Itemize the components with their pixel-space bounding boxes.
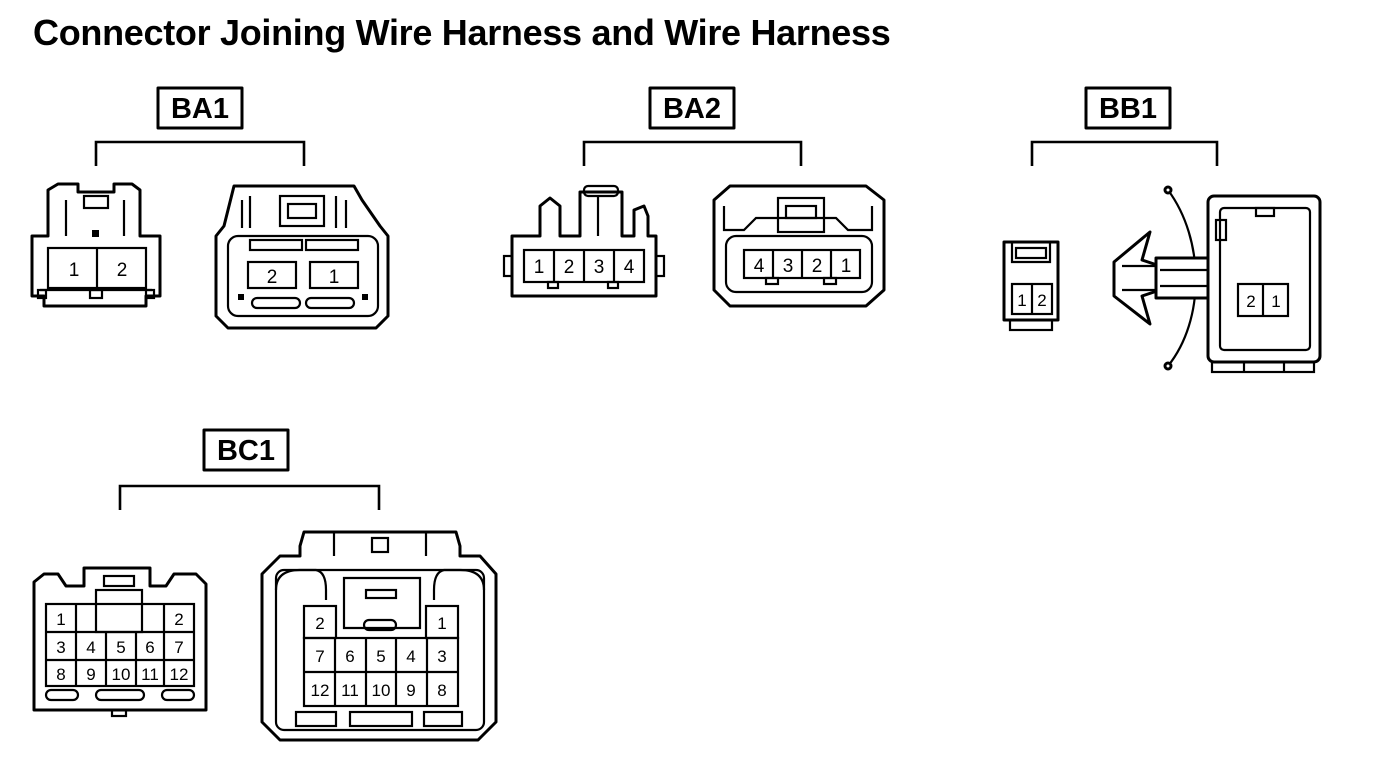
bracket-bc1 <box>118 484 381 510</box>
pin-bc1-r-0-0: 2 <box>315 614 324 633</box>
bc1-male-connector: 1 2 3 4 5 6 7 8 9 10 11 12 <box>32 566 208 718</box>
pin-bb1-r-0: 2 <box>1246 292 1255 311</box>
pin-bc1-l-1-0: 3 <box>56 638 65 657</box>
bracket-ba1 <box>94 140 306 166</box>
pin-ba2-r-0: 4 <box>754 256 765 277</box>
pin-bc1-l-0-0: 1 <box>56 610 65 629</box>
label-bc1: BC1 <box>217 435 275 467</box>
ba2-female-connector: 4 3 2 1 <box>712 184 886 308</box>
connector-bb1: BB1 1 2 2 1 <box>1002 86 1322 374</box>
label-ba2: BA2 <box>663 93 721 125</box>
ba1-male-connector: 1 2 <box>30 182 162 308</box>
pin-bc1-r-1-0: 7 <box>315 647 324 666</box>
pin-ba1-r-0: 2 <box>267 267 278 288</box>
pin-ba2-l-1: 2 <box>564 257 575 278</box>
ba1-female-connector: 2 1 <box>214 184 390 330</box>
connector-ba2: BA2 1 2 3 4 <box>502 86 886 308</box>
pin-bc1-r-1-3: 4 <box>406 647 415 666</box>
bracket-bb1 <box>1030 140 1219 166</box>
bc1-female-connector: 2 1 7 6 5 4 3 12 11 10 9 8 <box>260 530 498 742</box>
pin-bc1-r-2-1: 11 <box>341 681 359 700</box>
pin-bc1-l-1-3: 6 <box>145 638 154 657</box>
pin-bc1-r-1-1: 6 <box>345 647 354 666</box>
pin-bc1-r-2-4: 8 <box>437 681 446 700</box>
pin-bc1-r-1-2: 5 <box>376 647 385 666</box>
pin-bc1-l-1-2: 5 <box>116 638 125 657</box>
pin-bc1-l-1-1: 4 <box>86 638 95 657</box>
pin-ba2-l-0: 1 <box>534 257 545 278</box>
pin-ba2-l-2: 3 <box>594 257 605 278</box>
label-bb1: BB1 <box>1099 93 1157 125</box>
page-title: Connector Joining Wire Harness and Wire … <box>33 12 891 53</box>
pin-bc1-l-1-4: 7 <box>174 638 183 657</box>
pin-ba1-l-0: 1 <box>69 260 80 281</box>
pin-ba2-r-1: 3 <box>783 256 794 277</box>
pin-ba2-r-2: 2 <box>812 256 823 277</box>
pin-bc1-l-2-4: 12 <box>170 665 189 684</box>
ba2-male-connector: 1 2 3 4 <box>502 184 666 298</box>
bb1-female-connector: 2 1 <box>1112 185 1322 374</box>
bb1-male-connector: 1 2 <box>1002 240 1060 332</box>
pin-ba1-l-1: 2 <box>117 260 128 281</box>
pin-bc1-r-2-0: 12 <box>311 681 330 700</box>
pin-bc1-r-1-4: 3 <box>437 647 446 666</box>
pin-bc1-l-2-0: 8 <box>56 665 65 684</box>
connector-bc1: BC1 1 2 3 4 5 6 7 8 9 10 11 12 <box>32 428 498 742</box>
pin-bc1-r-2-3: 9 <box>406 681 415 700</box>
pin-ba1-r-1: 1 <box>329 267 340 288</box>
pin-bc1-l-0-1: 2 <box>174 610 183 629</box>
pin-bc1-r-0-1: 1 <box>437 614 446 633</box>
pin-bb1-r-1: 1 <box>1271 292 1280 311</box>
label-ba1: BA1 <box>171 93 229 125</box>
pin-bc1-l-2-2: 10 <box>112 665 131 684</box>
connector-ba1: BA1 1 2 2 1 <box>30 86 390 330</box>
pin-bb1-l-1: 2 <box>1037 291 1046 310</box>
pin-ba2-l-3: 4 <box>624 257 635 278</box>
pin-bc1-l-2-3: 11 <box>141 665 159 684</box>
pin-bc1-r-2-2: 10 <box>372 681 391 700</box>
pin-bb1-l-0: 1 <box>1017 291 1026 310</box>
bracket-ba2 <box>582 140 803 166</box>
pin-ba2-r-3: 1 <box>841 256 852 277</box>
pin-bc1-l-2-1: 9 <box>86 665 95 684</box>
